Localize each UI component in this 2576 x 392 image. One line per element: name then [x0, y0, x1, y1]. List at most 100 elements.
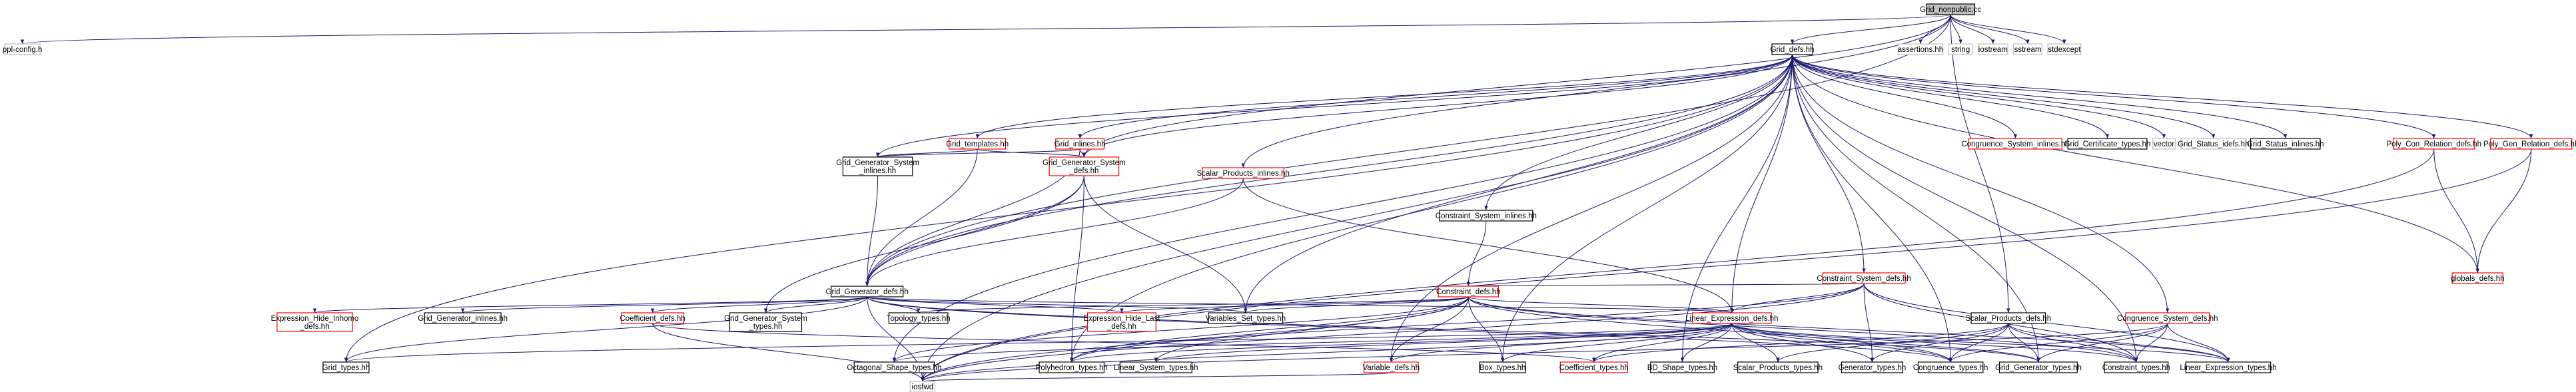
- node-label: Linear_Expression_types.hh: [2180, 364, 2276, 372]
- edge-ggdefs-to-congtypes: [867, 296, 1952, 363]
- edge-line: [1682, 323, 1733, 363]
- node-label: Topology_types.hh: [887, 315, 951, 323]
- edge-arrowhead: [1078, 134, 1082, 138]
- edge-arrowhead: [1082, 152, 1086, 157]
- edge-arrowhead: [2475, 268, 2479, 273]
- node-ggstypes[interactable]: Grid_Generator_System_types.hh: [724, 312, 807, 332]
- node-label: Grid_nonpublic.cc: [1920, 6, 1981, 14]
- node-letypes[interactable]: Linear_Expression_types.hh: [2180, 361, 2276, 373]
- edge-ledefs-to-lstypes: [1154, 323, 1733, 363]
- edge-line: [1863, 283, 1873, 363]
- edge-arrowhead: [921, 377, 925, 381]
- edge-ledefs-to-gridtypes: [344, 323, 1733, 363]
- node-label: Grid_Generator_System: [724, 315, 807, 323]
- node-assertions: assertions.hh: [1897, 43, 1944, 55]
- edge-arrowhead: [1776, 357, 1780, 362]
- node-polyhedron[interactable]: Polyhedron_types.hh: [1036, 361, 1108, 373]
- edge-arrowhead: [1241, 163, 1245, 168]
- node-vardefs[interactable]: Variable_defs.hh: [1363, 361, 1420, 373]
- edge-griddefs-to-congsysdefs: [1792, 54, 2170, 313]
- edge-arrowhead: [2162, 134, 2166, 138]
- edge-arrowhead: [461, 308, 465, 313]
- edge-arrowhead: [2166, 308, 2170, 313]
- node-box: [2393, 138, 2475, 150]
- edge-arrowhead: [1501, 357, 1505, 362]
- edge-line: [1731, 323, 1779, 363]
- node-label: Linear_Expression_defs.hh: [1685, 315, 1778, 323]
- edge-line: [765, 296, 868, 313]
- node-constrtypes[interactable]: Constraint_types.hh: [2102, 361, 2170, 373]
- edge-line: [1242, 14, 1951, 168]
- edge-line: [977, 54, 1793, 139]
- node-scalardefs[interactable]: Scalar_Products_defs.hh: [1966, 312, 2052, 324]
- node-ggdefs[interactable]: Grid_Generator_defs.hh: [826, 286, 909, 297]
- edge-line: [867, 296, 1951, 363]
- node-label: Scalar_Products_inlines.hh: [1197, 170, 1290, 178]
- edge-griddefs-to-ggdefs: [865, 54, 1793, 287]
- node-lstypes[interactable]: Linear_System_types.hh: [1114, 361, 1198, 373]
- edge-line: [1468, 296, 2137, 363]
- edge-line: [922, 296, 1469, 382]
- edge-line: [2008, 323, 2137, 363]
- node-ehi[interactable]: Expression_Hide_Inhomo_defs.hh: [271, 312, 359, 332]
- node-box: [1439, 210, 1533, 222]
- node-csinl[interactable]: Constraint_System_inlines.hh: [1436, 210, 1537, 222]
- node-label: _inlines.hh: [859, 167, 896, 175]
- edge-line: [2477, 148, 2532, 274]
- node-gentypes[interactable]: Generator_types.hh: [1839, 361, 1907, 373]
- node-box: [1650, 361, 1715, 373]
- node-congsysinl[interactable]: Congruence_System_inlines.hh: [1961, 138, 2070, 150]
- node-label: Linear_System_types.hh: [1114, 364, 1198, 372]
- node-topology[interactable]: Topology_types.hh: [887, 312, 951, 324]
- node-bdshape[interactable]: BD_Shape_types.hh: [1647, 361, 1718, 373]
- node-varset[interactable]: Variables_Set_types.hh: [1205, 312, 1286, 324]
- node-coeffdefs[interactable]: Coefficient_defs.hh: [620, 312, 685, 324]
- node-gridcert[interactable]: Grid_Certificate_types.hh: [2064, 138, 2151, 150]
- edge-griddefs-to-gridstatusinl: [1792, 54, 2288, 139]
- node-label: Poly_Gen_Relation_defs.hh: [2483, 140, 2576, 148]
- node-csdefs[interactable]: Constraint_System_defs.hh: [1817, 272, 1911, 284]
- edge-arrowhead: [2105, 134, 2110, 138]
- node-sptypes[interactable]: Scalar_Products_types.hh: [1733, 361, 1823, 373]
- node-label: Grid_Generator_types.hh: [1995, 364, 2082, 372]
- edge-constraintdefs-to-octagonal: [892, 296, 1469, 363]
- edge-arrowhead: [975, 134, 979, 138]
- node-ggsinl[interactable]: Grid_Generator_System_inlines.hh: [836, 156, 919, 176]
- node-gridtemplates[interactable]: Grid_templates.hh: [946, 138, 1009, 150]
- node-gridinlines[interactable]: Grid_inlines.hh: [1055, 138, 1106, 150]
- edge-arrowhead: [1484, 206, 1488, 210]
- edge-arrowhead: [2026, 39, 2030, 44]
- node-boxtypes[interactable]: Box_types.hh: [1479, 361, 1526, 373]
- edge-griddefs-to-gridinlines: [1078, 54, 1793, 139]
- node-gridstatusinl[interactable]: Grid_Status_inlines.hh: [2247, 138, 2324, 150]
- node-griddefs[interactable]: Grid_defs.hh: [1771, 43, 1815, 55]
- node-label: Grid_Generator_System: [1043, 159, 1126, 167]
- node-scalarinl[interactable]: Scalar_Products_inlines.hh: [1197, 167, 1290, 179]
- node-polygen[interactable]: Poly_Gen_Relation_defs.hh: [2483, 138, 2576, 150]
- node-polycon[interactable]: Poly_Con_Relation_defs.hh: [2386, 138, 2481, 150]
- node-octagonal[interactable]: Octagonal_Shape_types.hh: [847, 361, 941, 373]
- edge-line: [1950, 323, 2168, 363]
- node-ehl[interactable]: Expression_Hide_Last_defs.hh: [1083, 312, 1160, 332]
- node-gginl[interactable]: Grid_Generator_inlines.hh: [418, 312, 508, 324]
- edge-line: [1731, 54, 1793, 313]
- node-coefftypes[interactable]: Coefficient_types.hh: [1559, 361, 1629, 373]
- edge-arrowhead: [1154, 357, 1158, 362]
- node-ggtypes[interactable]: Grid_Generator_types.hh: [1995, 361, 2082, 373]
- node-label: _defs.hh: [1106, 323, 1136, 331]
- edge-line: [1468, 296, 2229, 363]
- edge-line: [922, 323, 1733, 382]
- node-box: [2104, 361, 2169, 373]
- node-congsysdefs[interactable]: Congruence_System_defs.hh: [2117, 312, 2218, 324]
- edge-ggsdefs-to-varset: [1083, 175, 1248, 313]
- node-gridtypes[interactable]: Grid_types.hh: [322, 361, 370, 373]
- edge-line: [893, 323, 1733, 363]
- edge-line: [2167, 323, 2229, 363]
- node-globals[interactable]: globals_defs.hh: [2451, 272, 2505, 284]
- node-constraintdefs[interactable]: Constraint_defs.hh: [1436, 286, 1501, 297]
- node-ledefs[interactable]: Linear_Expression_defs.hh: [1685, 312, 1779, 324]
- node-congtypes[interactable]: Congruence_types.hh: [1913, 361, 1988, 373]
- node-ggsdefs[interactable]: Grid_Generator_System_defs.hh: [1043, 156, 1126, 176]
- edge-ledefs-to-boxtypes: [1501, 323, 1733, 363]
- edge-line: [1593, 323, 2009, 363]
